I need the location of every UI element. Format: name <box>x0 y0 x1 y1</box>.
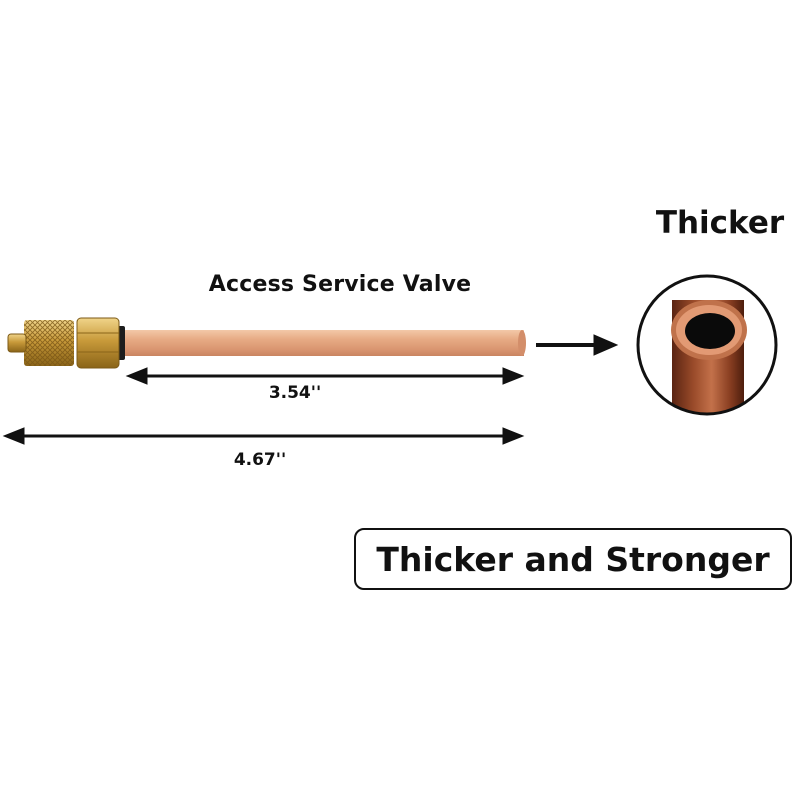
dimension-arrow-short <box>125 367 525 385</box>
product-label: Access Service Valve <box>208 272 472 297</box>
pipe-cross-section <box>636 274 778 416</box>
copper-length-label: 3.54'' <box>268 383 322 403</box>
total-length-label: 4.67'' <box>233 450 287 470</box>
banner-text: Thicker and Stronger <box>376 539 770 579</box>
hex-nut <box>76 317 120 369</box>
valve-core <box>7 333 27 353</box>
thicker-stronger-banner: Thicker and Stronger <box>354 528 792 590</box>
pointer-arrow <box>536 334 619 356</box>
thicker-label: Thicker <box>655 205 785 241</box>
copper-tube <box>122 330 524 356</box>
dimension-arrow-long <box>2 427 525 445</box>
valve-assembly <box>7 317 526 369</box>
